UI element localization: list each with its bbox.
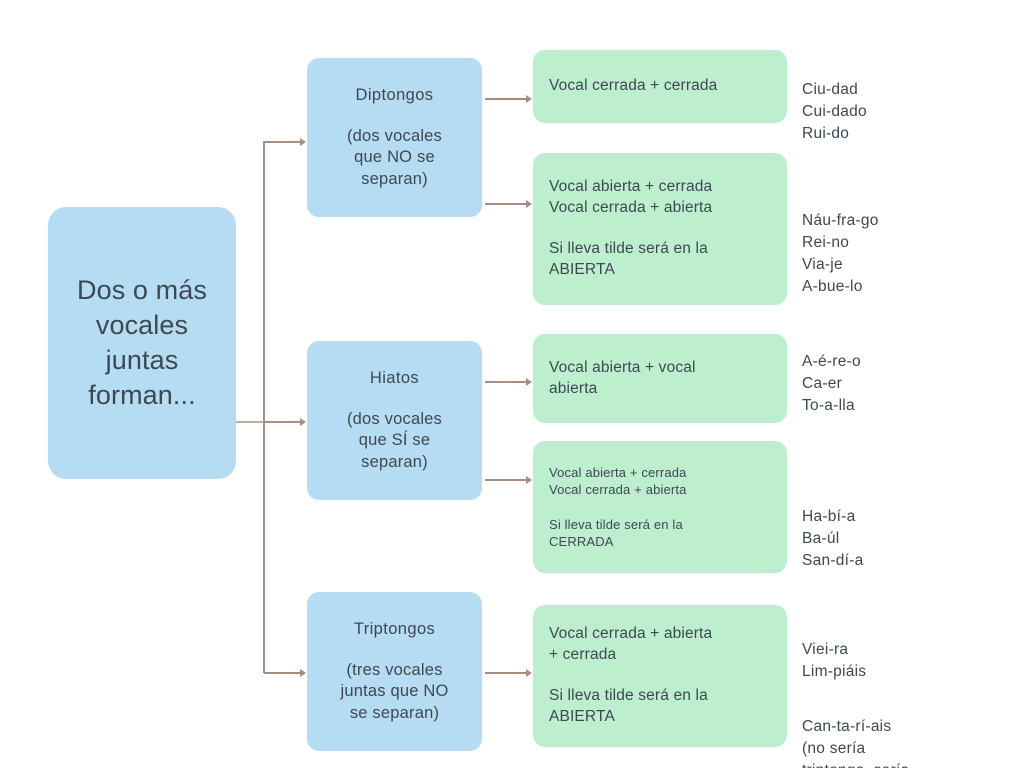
leaf-rule-hiato-abierta-abierta: Vocal abierta + vocal abierta <box>549 358 696 397</box>
examples-diptongo-abierta-cerrada: Náu-fra-go Rei-no Via-je A-bue-lo <box>802 188 1007 320</box>
branch-node-triptongos: Triptongos (tres vocales juntas que NO s… <box>307 592 482 751</box>
examples-diptongo-cerrada-cerrada: Ciu-dad Cui-dado Rui-do <box>802 57 1007 167</box>
connector-trunk-vertical <box>263 141 265 673</box>
branch-title-diptongos: Diptongos <box>355 86 434 105</box>
branch-subtitle-triptongos: (tres vocales juntas que NO se separan) <box>340 660 449 722</box>
connector-line-to-hiatos <box>264 421 300 423</box>
connector-diptongos-to-leaf-1 <box>485 98 527 100</box>
arrowhead-diptongos-leaf-1 <box>526 95 532 103</box>
root-node-dos-o-mas-vocales: Dos o más vocales juntas forman... <box>48 207 236 479</box>
arrowhead-to-diptongos <box>300 138 306 146</box>
connector-hiatos-to-leaf-2 <box>485 479 527 481</box>
branch-node-diptongos: Diptongos (dos vocales que NO se separan… <box>307 58 482 217</box>
leaf-node-diptongo-abierta-cerrada: Vocal abierta + cerrada Vocal cerrada + … <box>533 153 787 305</box>
leaf-node-triptongo-cerrada-abierta-cerrada: Vocal cerrada + abierta + cerrada Si lle… <box>533 605 787 747</box>
arrowhead-to-triptongos <box>300 669 306 677</box>
leaf-rule-diptongo-cerrada-cerrada: Vocal cerrada + cerrada <box>549 77 718 95</box>
arrowhead-hiatos-leaf-1 <box>526 378 532 386</box>
connector-root-stub <box>236 421 265 423</box>
example-group: Viei-ra Lim-piáis <box>802 641 867 680</box>
leaf-rule-diptongo-abierta-cerrada: Vocal abierta + cerrada Vocal cerrada + … <box>549 177 713 279</box>
arrowhead-to-hiatos <box>300 418 306 426</box>
connector-line-to-triptongos <box>264 672 300 674</box>
branch-title-hiatos: Hiatos <box>369 369 420 388</box>
branch-subtitle-diptongos: (dos vocales que NO se separan) <box>346 126 443 188</box>
examples-triptongo: Viei-ra Lim-piáis Can-ta-rí-ais (no serí… <box>802 617 1007 768</box>
arrowhead-hiatos-leaf-2 <box>526 476 532 484</box>
connector-diptongos-to-leaf-2 <box>485 203 527 205</box>
leaf-node-hiato-abierta-cerrada: Vocal abierta + cerrada Vocal cerrada + … <box>533 441 787 573</box>
branch-title-triptongos: Triptongos <box>353 620 436 639</box>
examples-hiato-abierta-cerrada: Ha-bí-a Ba-úl San-dí-a <box>802 484 1007 594</box>
arrowhead-triptongos-leaf-1 <box>526 669 532 677</box>
example-group: A-é-re-o Ca-er To-a-lla <box>802 353 861 414</box>
examples-hiato-abierta-abierta: A-é-re-o Ca-er To-a-lla <box>802 329 1007 439</box>
example-group: Ciu-dad Cui-dado Rui-do <box>802 81 867 142</box>
leaf-rule-hiato-abierta-cerrada: Vocal abierta + cerrada Vocal cerrada + … <box>549 465 687 549</box>
connector-triptongos-to-leaf-1 <box>485 672 527 674</box>
connector-hiatos-to-leaf-1 <box>485 381 527 383</box>
branch-subtitle-hiatos: (dos vocales que SÍ se separan) <box>346 409 443 471</box>
example-group: Náu-fra-go Rei-no Via-je A-bue-lo <box>802 212 879 295</box>
root-node-label: Dos o más vocales juntas forman... <box>77 274 207 411</box>
arrowhead-diptongos-leaf-2 <box>526 200 532 208</box>
example-group-note: Can-ta-rí-ais (no sería triptongo, sería… <box>802 718 909 768</box>
branch-node-hiatos: Hiatos (dos vocales que SÍ se separan) <box>307 341 482 500</box>
leaf-node-diptongo-cerrada-cerrada: Vocal cerrada + cerrada <box>533 50 787 123</box>
connector-line-to-diptongos <box>264 141 300 143</box>
leaf-rule-triptongo-cerrada-abierta-cerrada: Vocal cerrada + abierta + cerrada Si lle… <box>549 624 713 726</box>
leaf-node-hiato-abierta-abierta: Vocal abierta + vocal abierta <box>533 334 787 423</box>
example-group: Ha-bí-a Ba-úl San-dí-a <box>802 508 864 569</box>
